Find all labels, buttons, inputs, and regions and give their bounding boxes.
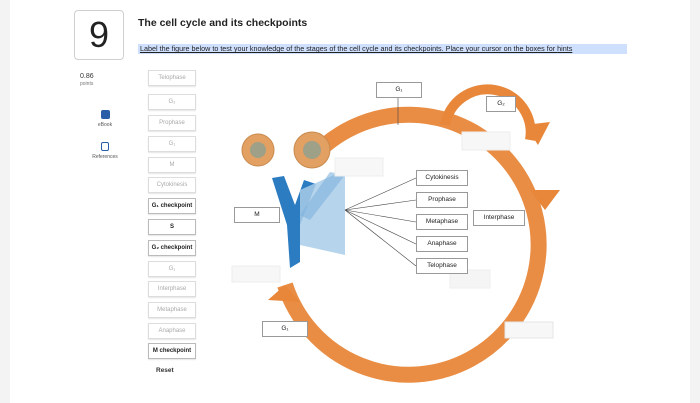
mitosis-fan-2 — [300, 172, 345, 220]
score-label: points — [80, 81, 94, 87]
question-number: 9 — [74, 10, 124, 60]
drop-g1-top[interactable]: G₁ — [376, 82, 422, 98]
drop-empty-2 — [461, 131, 511, 151]
label-interphase[interactable]: Interphase — [148, 281, 196, 297]
drop-anaphase[interactable]: Anaphase — [416, 236, 468, 252]
label-g2-checkpoint[interactable]: G₂ checkpoint — [148, 240, 196, 256]
drop-telophase[interactable]: Telophase — [416, 258, 468, 274]
label-g1-alt[interactable]: G₁ — [148, 261, 196, 277]
label-m-checkpoint[interactable]: M checkpoint — [148, 343, 196, 359]
references-button[interactable]: References — [84, 142, 126, 160]
score-value: 0.86 — [80, 73, 94, 80]
label-prophase[interactable]: Prophase — [148, 115, 196, 131]
label-anaphase[interactable]: Anaphase — [148, 323, 196, 339]
drop-g1-bottom[interactable]: G₁ — [262, 321, 308, 337]
label-m[interactable]: M — [148, 157, 196, 173]
mitosis-fan — [300, 170, 345, 255]
ebook-label: eBook — [97, 122, 113, 128]
references-icon — [101, 142, 109, 151]
label-g1-checkpoint[interactable]: G₁ checkpoint — [148, 198, 196, 214]
label-telophase[interactable]: Telophase — [148, 70, 196, 86]
book-icon — [100, 110, 110, 119]
g2-loop-arrow — [525, 122, 550, 145]
leader-telophase — [344, 209, 417, 267]
leader-metaphase — [344, 209, 417, 223]
label-g2[interactable]: G₂ — [148, 94, 196, 110]
leader-prophase — [344, 199, 417, 211]
leader-cytokinesis — [344, 177, 417, 211]
cycle-arc-main — [277, 106, 547, 383]
label-g1[interactable]: G₁ — [148, 136, 196, 152]
references-label: References — [92, 154, 118, 160]
question-page — [10, 0, 690, 403]
drop-prophase[interactable]: Prophase — [416, 192, 468, 208]
cycle-arrow-bottom — [268, 285, 300, 302]
question-title: The cell cycle and its checkpoints — [138, 17, 308, 29]
drop-interphase[interactable]: Interphase — [473, 210, 525, 226]
drop-empty-3 — [504, 321, 554, 339]
interphase-arrow — [530, 190, 560, 210]
label-metaphase[interactable]: Metaphase — [148, 302, 196, 318]
drop-cytokinesis[interactable]: Cytokinesis — [416, 170, 468, 186]
hints-link[interactable]: hints — [557, 44, 573, 53]
label-s[interactable]: S — [148, 219, 196, 235]
instructions: Label the figure below to test your know… — [138, 44, 627, 54]
label-cytokinesis[interactable]: Cytokinesis — [148, 177, 196, 193]
drop-metaphase[interactable]: Metaphase — [416, 214, 468, 230]
drop-empty-1 — [334, 157, 384, 177]
drop-empty-4 — [231, 265, 281, 283]
reset-button[interactable]: Reset — [156, 367, 174, 374]
instructions-text: Label the figure below to test your know… — [140, 44, 558, 53]
g2-loop-arc — [440, 84, 536, 141]
leader-anaphase — [344, 209, 417, 245]
drop-m[interactable]: M — [234, 207, 280, 223]
drop-g2[interactable]: G₂ — [486, 96, 516, 112]
ebook-button[interactable]: eBook — [84, 110, 126, 128]
drop-empty-5 — [449, 269, 491, 289]
